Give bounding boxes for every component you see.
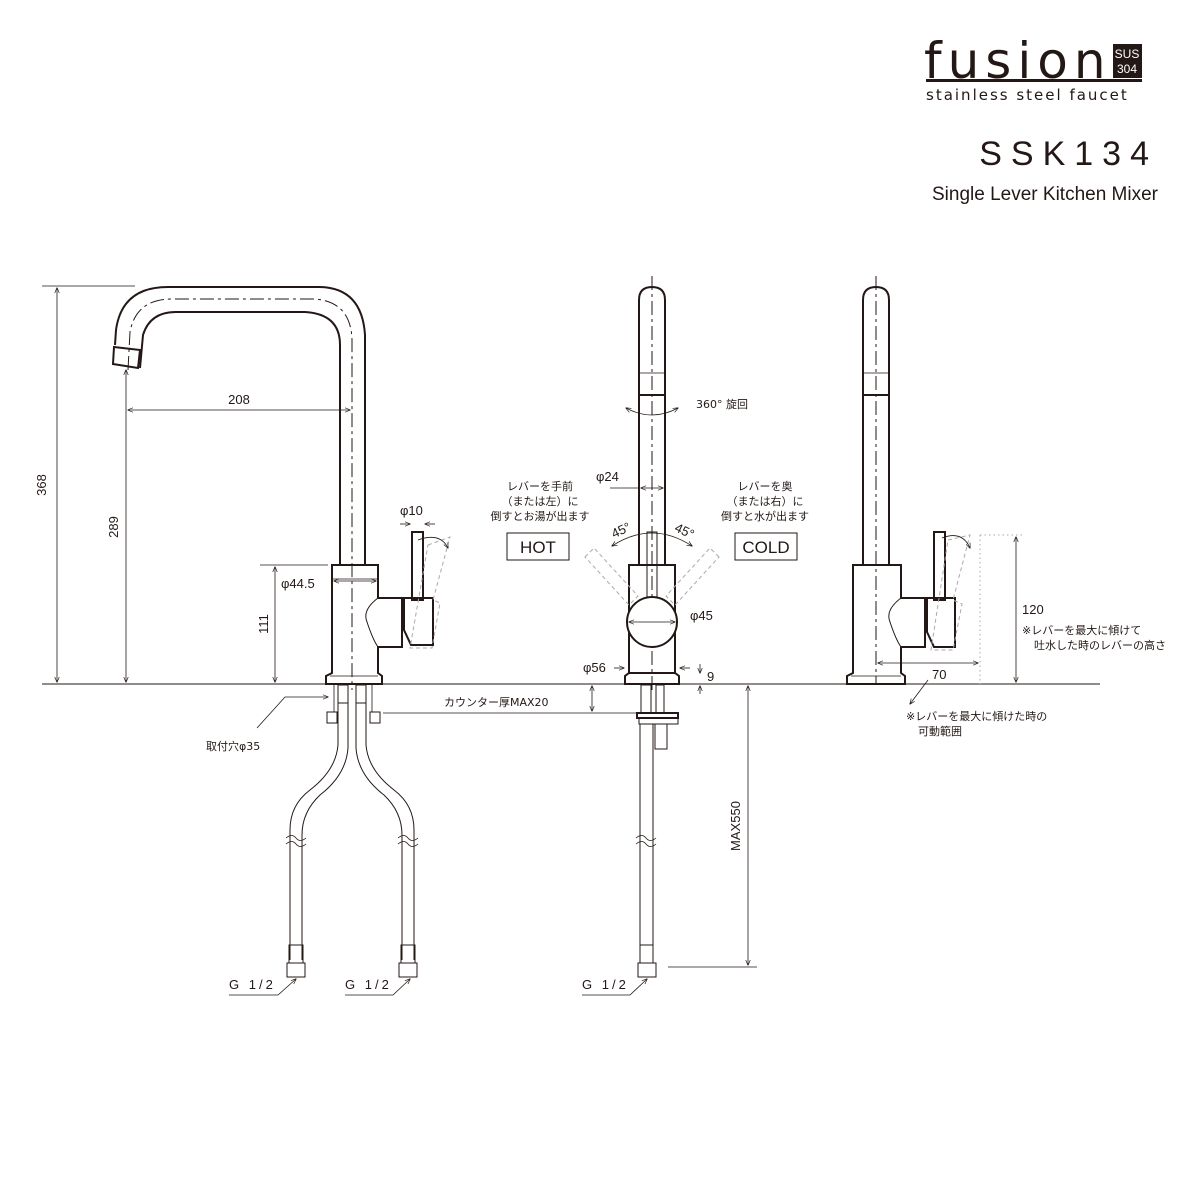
rear-lever-swing-arrow [941, 535, 970, 548]
mount-nut-right [369, 711, 381, 724]
front-thread-label: G 1/2 [582, 977, 629, 992]
hot-note-line2: （または左）に [502, 495, 579, 508]
hose-nut-left [286, 962, 306, 978]
mount-hole-leader [256, 697, 328, 729]
product-description: Single Lever Kitchen Mixer [932, 184, 1159, 205]
cold-note-line2: （または右）に [727, 494, 804, 508]
hose-fitting-left [288, 944, 304, 964]
angle-right-label: 45° [672, 520, 696, 542]
front-break-mark [635, 835, 657, 847]
dim-289-label: 289 [106, 516, 121, 538]
sus-badge [1113, 44, 1142, 78]
lever-ghost [409, 536, 451, 649]
hose-left-outer [289, 703, 339, 960]
spout-centerline [127, 298, 353, 690]
dim-70-label: 70 [932, 667, 946, 682]
dim-10-label: φ10 [400, 503, 423, 518]
front-shank [640, 684, 652, 714]
side-view: 368 289 208 111 φ44.5 φ10 取付穴φ35 G 1/2 G… [34, 285, 451, 996]
sus-badge-line2: 304 [1117, 62, 1137, 76]
rotation-label: 360° 旋回 [696, 397, 748, 411]
dim-120-label: 120 [1022, 602, 1044, 617]
brand-logo: fusion SUS 304 stainless steel faucet [924, 32, 1142, 104]
lever-handle [403, 597, 434, 646]
front-base [624, 672, 680, 685]
dim-111-label: 111 [256, 614, 271, 634]
thread-label-left: G 1/2 [229, 977, 276, 992]
rear-lever-ghost [930, 534, 971, 651]
mount-hole-label: 取付穴φ35 [206, 739, 260, 753]
dim-368-label: 368 [34, 474, 49, 496]
cold-label: COLD [742, 538, 789, 557]
front-stud [655, 684, 665, 714]
shank-left [337, 684, 349, 704]
thread-leader-right [345, 979, 410, 996]
cold-label-box [734, 532, 798, 561]
dim-45-label: φ45 [690, 608, 713, 623]
lever-height-note-line1: ※レバーを最大に傾けて [1022, 623, 1141, 637]
rotation-arrow [626, 408, 678, 416]
lever-height-note-line2: 吐水した時のレバーの高さ [1034, 638, 1166, 652]
cold-note-line3: 倒すと水が出ます [721, 509, 809, 523]
lever-stick [411, 531, 424, 601]
mount-nut-left [326, 711, 338, 724]
rear-body-notch [888, 597, 902, 648]
model-number: SSK134 [979, 135, 1158, 173]
dim-208-label: 208 [228, 392, 250, 407]
rear-view: 120 ※レバーを最大に傾けて 吐水した時のレバーの高さ 70 ※レバーを最大に… [846, 276, 1166, 738]
reach-note-leader [910, 679, 929, 704]
dim-44-5-label: φ44.5 [281, 576, 315, 591]
hot-note-line1: レバーを手前 [507, 479, 573, 493]
body [325, 564, 403, 685]
hose-left-inner [301, 703, 349, 960]
break-mark-right [397, 835, 419, 847]
hot-label: HOT [520, 538, 556, 557]
front-view: 45° 45° 360° 旋回 φ24 φ45 φ56 9 レバーを手前 （また… [383, 276, 809, 996]
body-notch [365, 597, 379, 648]
cold-note-line1: レバーを奥 [738, 479, 793, 493]
spout-inner [139, 311, 341, 565]
front-lever-ghost-right [665, 547, 720, 606]
front-lever [646, 531, 658, 603]
spout-outer [114, 285, 366, 565]
hose-nut-right [398, 962, 418, 978]
front-hose-fitting [639, 944, 654, 964]
counter-thickness-label: カウンター厚MAX20 [444, 696, 549, 709]
sus-badge-line1: SUS [1115, 47, 1140, 61]
reach-note-line2: 可動範囲 [918, 724, 962, 738]
logo-underline [926, 79, 1142, 82]
dim-56-label: φ56 [583, 660, 606, 675]
angle-left-label: 45° [609, 519, 633, 541]
lever-swing-arrow [417, 536, 448, 548]
front-lever-ghost-left [584, 547, 639, 606]
tagline: stainless steel faucet [926, 86, 1129, 104]
hot-note-line3: 倒すとお湯が出ます [491, 509, 590, 523]
thread-leader-left [229, 979, 296, 996]
aerator [111, 345, 142, 370]
shank-right [355, 684, 367, 704]
thread-label-right: G 1/2 [345, 977, 392, 992]
break-mark-left [285, 835, 307, 847]
reach-note-line1: ※レバーを最大に傾けた時の [906, 709, 1047, 723]
front-hose-nut [637, 962, 657, 978]
dim-550-label: MAX550 [728, 801, 743, 851]
front-washer [636, 712, 679, 719]
rear-lever-stick [933, 531, 946, 601]
hose-right-outer [365, 703, 415, 960]
tilt-arrow [612, 532, 692, 546]
dim-9-label: 9 [707, 669, 714, 684]
hot-label-box [506, 532, 570, 561]
dim-24-label: φ24 [596, 469, 619, 484]
rear-lever-handle [926, 597, 956, 648]
rear-body [846, 564, 926, 685]
hose-fitting-right [400, 944, 416, 964]
hose-right-inner [355, 703, 403, 960]
front-thread-leader [582, 979, 647, 996]
front-nut [654, 723, 668, 750]
